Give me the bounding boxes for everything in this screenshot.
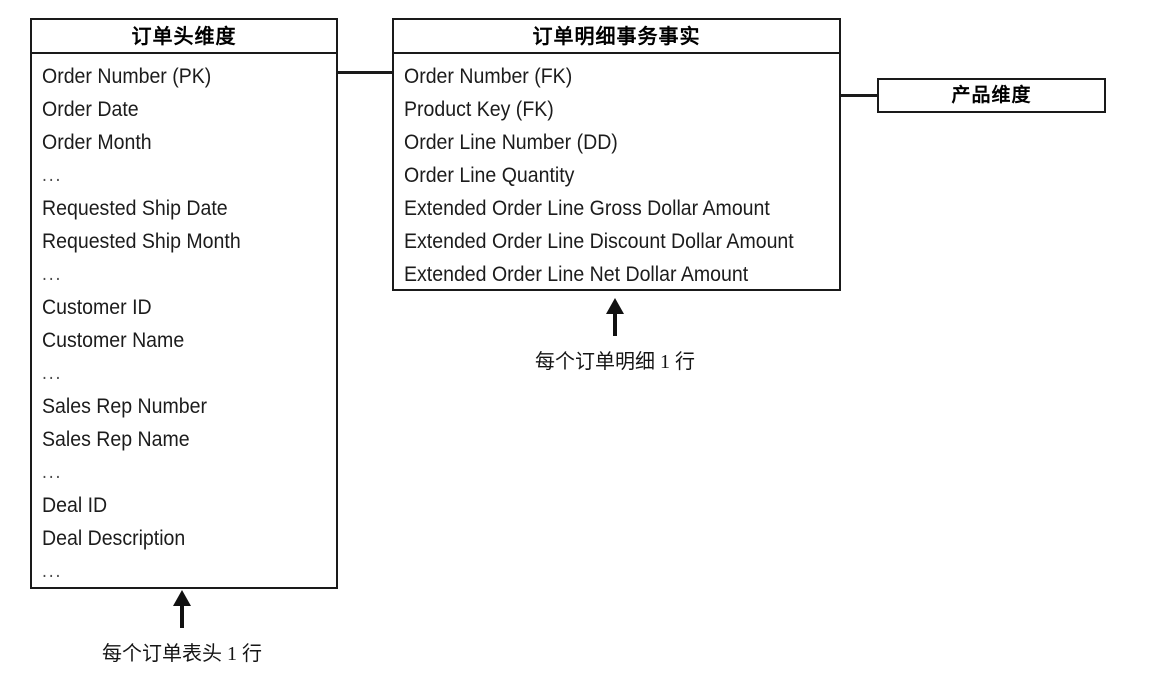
grain-annotation-order-header: 每个订单表头 1 行 xyxy=(72,590,292,666)
field-row-ellipsis: ... xyxy=(42,462,63,483)
arrow-up-icon xyxy=(171,590,193,628)
field-row: Product Key (FK) xyxy=(404,98,554,121)
field-row-ellipsis: ... xyxy=(42,363,63,384)
field-row: Sales Rep Name xyxy=(42,428,190,451)
field-row: Deal ID xyxy=(42,494,108,517)
field-row-ellipsis: ... xyxy=(42,264,63,285)
entity-field-list-order-header-dimension: Order Number (PK) Order Date Order Month… xyxy=(32,54,336,596)
field-row: Order Line Number (DD) xyxy=(404,131,618,154)
grain-annotation-order-line: 每个订单明细 1 行 xyxy=(505,298,725,374)
arrow-up-icon xyxy=(604,298,626,336)
field-row: Order Number (PK) xyxy=(42,65,212,88)
entity-field-list-order-line-transaction-fact: Order Number (FK) Product Key (FK) Order… xyxy=(394,54,839,299)
field-row-ellipsis: ... xyxy=(42,165,63,186)
connector-fact-to-product-dimension xyxy=(839,94,879,97)
field-row: Customer Name xyxy=(42,329,185,352)
field-row: Order Month xyxy=(42,131,152,154)
entity-product-dimension[interactable]: 产品维度 xyxy=(877,78,1106,113)
entity-title-product-dimension: 产品维度 xyxy=(951,85,1032,106)
grain-caption-order-line: 每个订单明细 1 行 xyxy=(535,351,695,373)
field-row: Customer ID xyxy=(42,296,152,319)
field-row: Order Line Quantity xyxy=(404,164,575,187)
connector-order-header-to-fact xyxy=(336,71,394,74)
field-row: Requested Ship Month xyxy=(42,230,241,253)
field-row: Extended Order Line Discount Dollar Amou… xyxy=(404,230,794,253)
field-row: Order Number (FK) xyxy=(404,65,573,88)
field-row: Deal Description xyxy=(42,527,186,550)
field-row-ellipsis: ... xyxy=(42,561,63,582)
field-row: Extended Order Line Gross Dollar Amount xyxy=(404,197,770,220)
field-row: Order Date xyxy=(42,98,139,121)
entity-order-line-transaction-fact[interactable]: 订单明细事务事实 Order Number (FK) Product Key (… xyxy=(392,18,841,291)
field-row: Extended Order Line Net Dollar Amount xyxy=(404,263,749,286)
entity-title-order-header-dimension: 订单头维度 xyxy=(32,20,336,54)
grain-caption-order-header: 每个订单表头 1 行 xyxy=(102,643,262,665)
field-row: Requested Ship Date xyxy=(42,197,228,220)
entity-title-order-line-transaction-fact: 订单明细事务事实 xyxy=(394,20,839,54)
entity-order-header-dimension[interactable]: 订单头维度 Order Number (PK) Order Date Order… xyxy=(30,18,338,589)
field-row: Sales Rep Number xyxy=(42,395,208,418)
